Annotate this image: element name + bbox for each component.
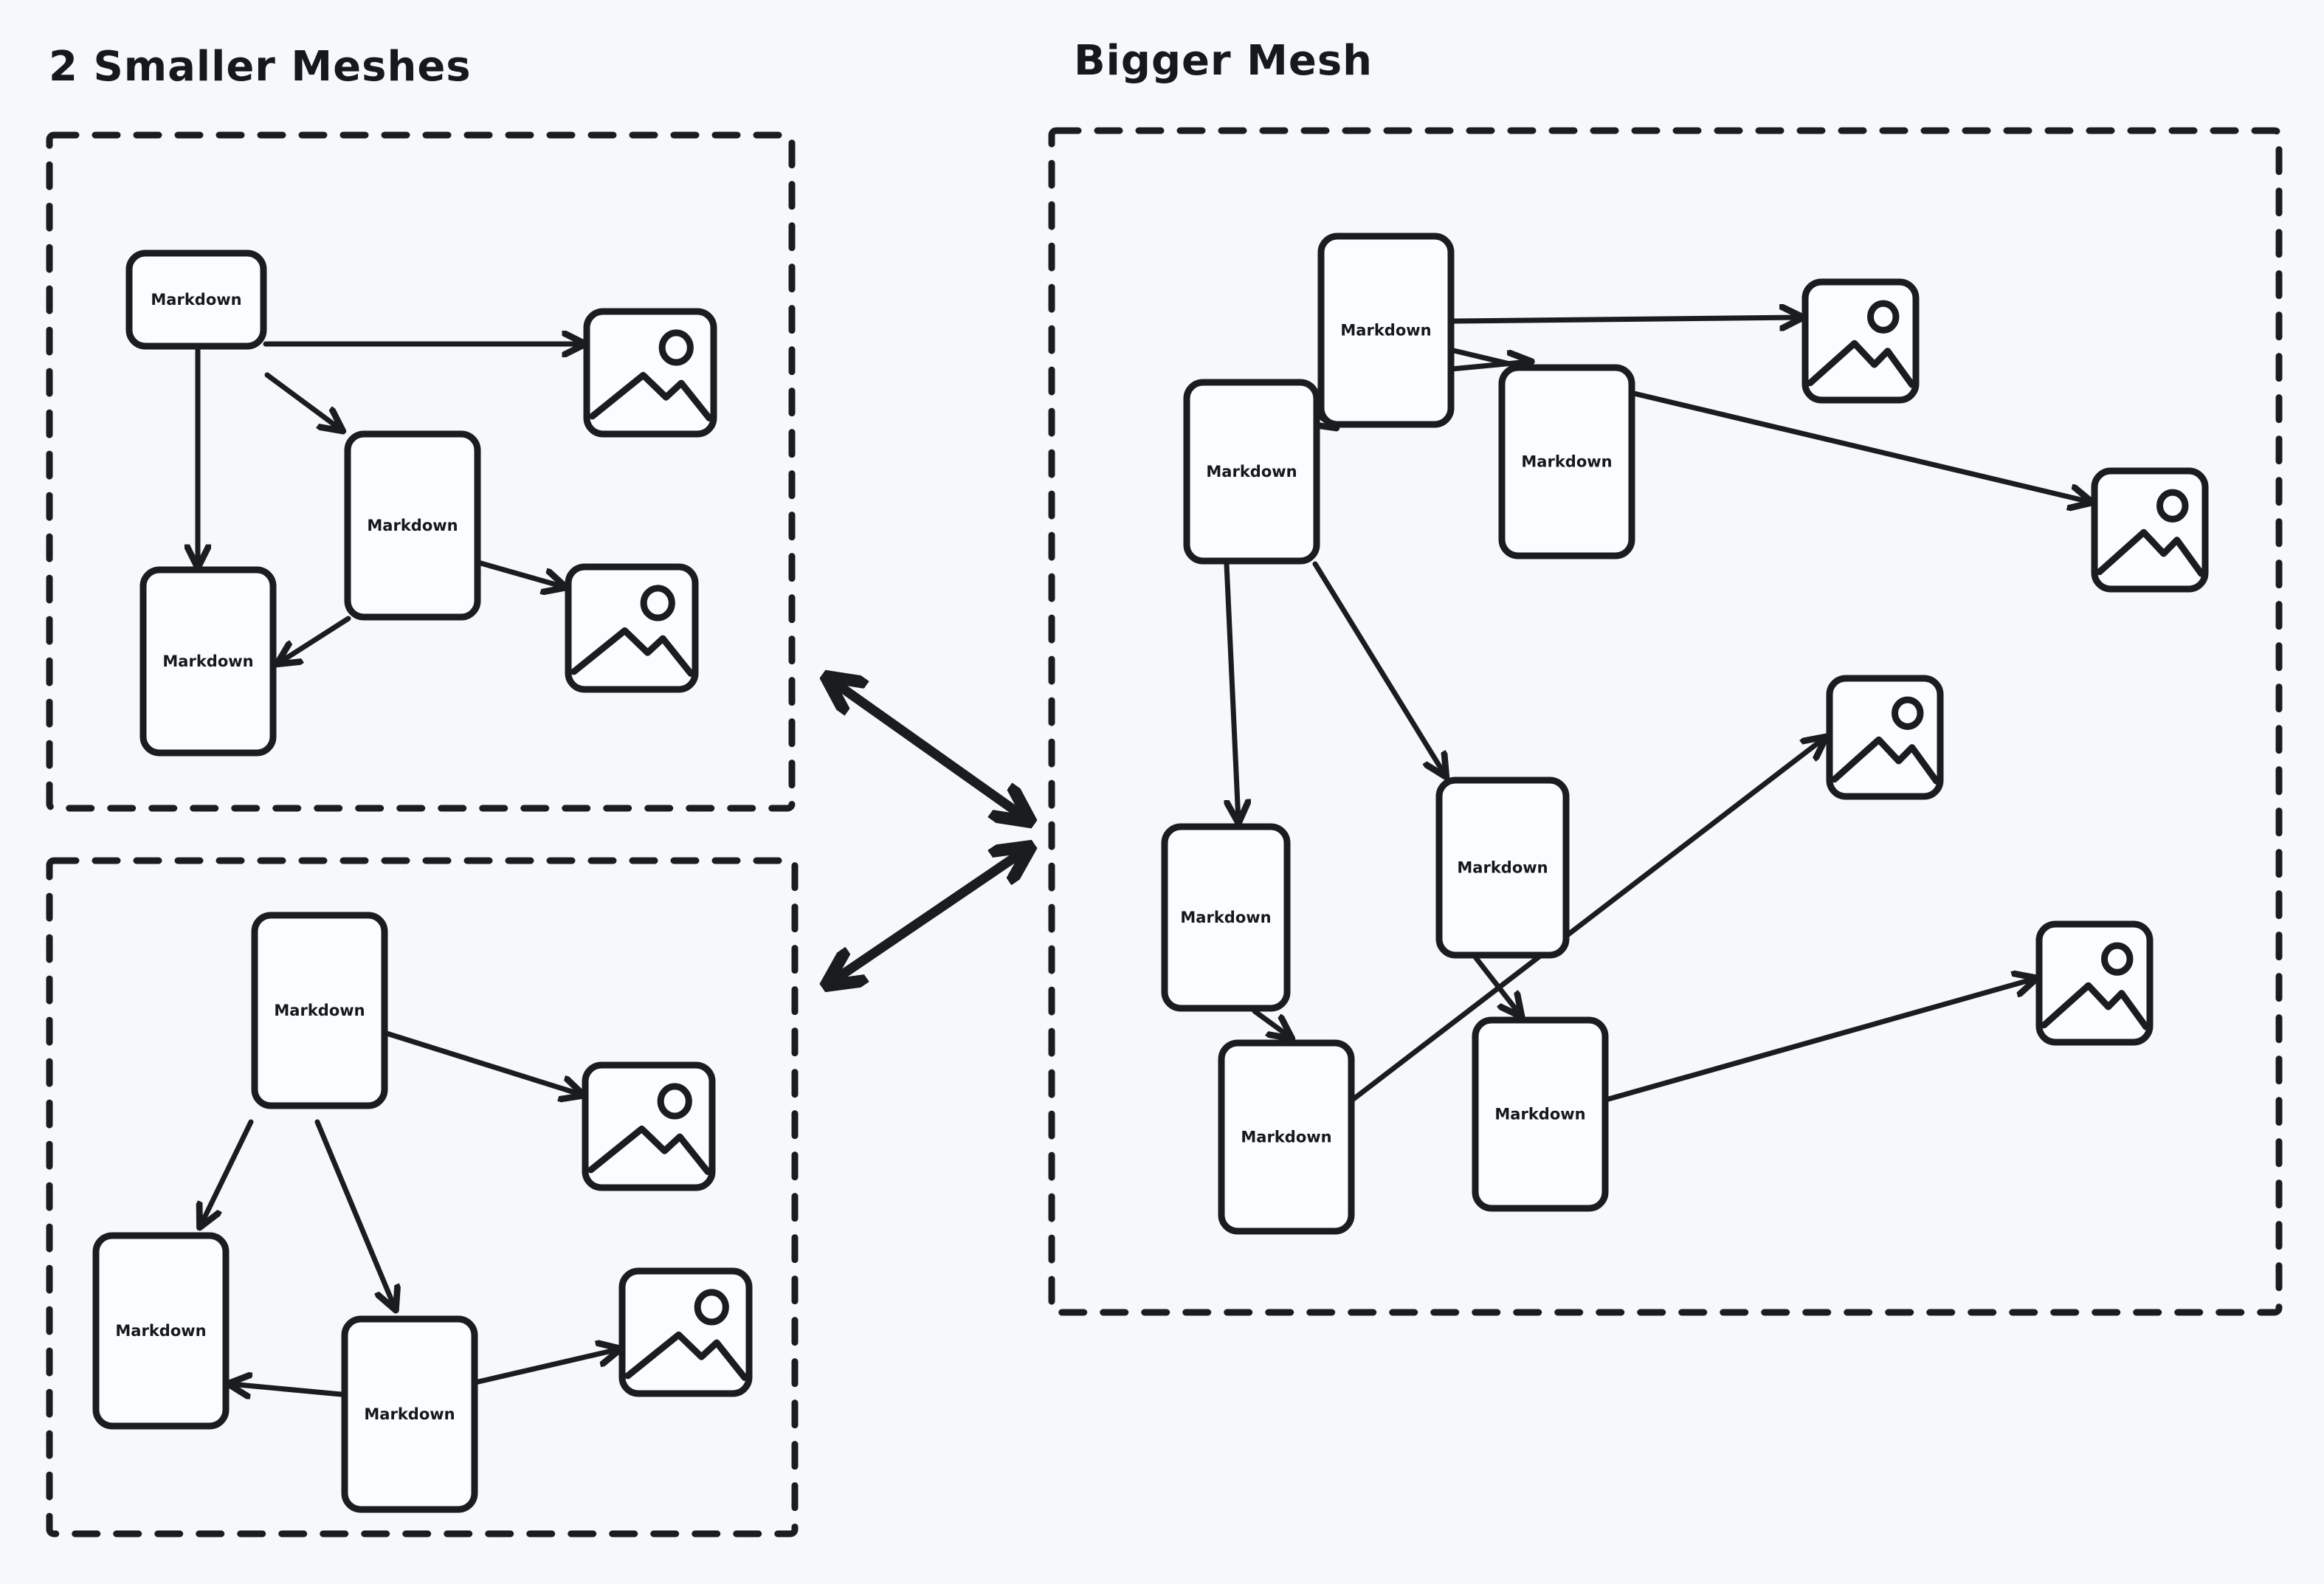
edge-a-md1-to-a-md2 (264, 372, 341, 430)
image-node[interactable] (583, 308, 717, 438)
markdown-node-label: Markdown (1457, 859, 1548, 877)
image-node[interactable] (2035, 920, 2154, 1046)
group-box-smaller-mesh-a (46, 131, 796, 812)
markdown-node-box (1161, 823, 1291, 1012)
markdown-node-label: Markdown (162, 652, 253, 670)
image-icon-mountain (570, 627, 694, 677)
markdown-node-box (1435, 776, 1570, 959)
markdown-node[interactable]: Markdown (92, 1232, 230, 1430)
markdown-node-label: Markdown (274, 1002, 365, 1019)
markdown-node-box (92, 1232, 230, 1430)
image-icon-sun (694, 1289, 729, 1326)
markdown-node-label: Markdown (1521, 453, 1612, 471)
markdown-node-box (1183, 379, 1320, 565)
markdown-node[interactable]: Markdown (125, 249, 267, 350)
edge-g-md1-to-g-md3 (1448, 362, 1529, 369)
edge-g-md7-to-g-img4 (1603, 979, 2035, 1103)
markdown-node-label: Markdown (151, 291, 241, 309)
markdown-node-label: Markdown (115, 1322, 206, 1340)
edge-b-md1-to-b-md3 (314, 1119, 395, 1308)
image-node-box (583, 308, 717, 438)
markdown-node[interactable]: Markdown (1498, 364, 1635, 559)
markdown-node-label: Markdown (1241, 1129, 1331, 1146)
markdown-node[interactable]: Markdown (1435, 776, 1570, 959)
markdown-node-box (1472, 1016, 1609, 1212)
image-icon-mountain (589, 371, 713, 421)
group-boxes (46, 127, 2283, 1537)
edge-a-md2-to-a-md3 (279, 616, 351, 663)
mesh-connectors (830, 679, 1027, 983)
image-node-box (1826, 675, 1944, 800)
image-node-box (2091, 467, 2209, 593)
image-node-box (618, 1267, 753, 1397)
image-node[interactable] (618, 1267, 753, 1397)
markdown-node[interactable]: Markdown (1472, 1016, 1609, 1212)
edge-b-md1-to-b-img1 (384, 1030, 582, 1095)
markdown-node[interactable]: Markdown (139, 566, 277, 757)
image-node[interactable] (582, 1061, 716, 1191)
image-icon-mountain (1807, 340, 1916, 388)
markdown-node-box (1498, 364, 1635, 559)
image-icon-sun (1892, 696, 1924, 730)
edge-b-md3-to-b-img2 (475, 1349, 618, 1385)
image-icon-mountain (624, 1331, 748, 1381)
group-box-smaller-mesh-b (46, 857, 799, 1537)
image-node-box (565, 563, 699, 693)
markdown-node-box (341, 1315, 478, 1513)
image-node[interactable] (2091, 467, 2209, 593)
image-icon-sun (2101, 942, 2134, 976)
image-icon-sun (2156, 489, 2189, 523)
markdown-node-box (1218, 1039, 1355, 1235)
image-icon-sun (658, 329, 694, 366)
edge-b-md3-to-b-md2 (230, 1384, 344, 1394)
markdown-node-box (125, 249, 267, 350)
markdown-node[interactable]: Markdown (1218, 1039, 1355, 1235)
edge-g-md4-to-g-md6 (1252, 1008, 1290, 1037)
image-icon-mountain (2041, 982, 2150, 1030)
markdown-node-label: Markdown (1206, 463, 1297, 481)
image-icon-mountain (587, 1125, 711, 1175)
image-icon-sun (1867, 300, 1900, 334)
group-box-bigger-mesh (1048, 127, 2283, 1316)
edge-g-md2-to-g-md4 (1224, 561, 1238, 821)
image-node-box (582, 1061, 716, 1191)
nodes: MarkdownMarkdownMarkdownMarkdownMarkdown… (92, 233, 2209, 1513)
edge-b-md1-to-b-md2 (201, 1119, 254, 1225)
markdown-node[interactable]: Markdown (251, 912, 388, 1109)
edge-a-md2-to-a-img2 (475, 559, 564, 587)
markdown-node-label: Markdown (1340, 322, 1431, 340)
markdown-node-box (1317, 233, 1455, 428)
markdown-node[interactable]: Markdown (1161, 823, 1291, 1012)
image-icon-mountain (1831, 736, 1940, 785)
markdown-node[interactable]: Markdown (1317, 233, 1455, 428)
markdown-node-label: Markdown (367, 517, 458, 534)
image-icon-sun (640, 585, 675, 621)
markdown-node[interactable]: Markdown (1183, 379, 1320, 565)
edges (198, 317, 2090, 1394)
image-node[interactable] (1801, 278, 1920, 404)
group-title-bigger-mesh: Bigger Mesh (1074, 37, 1373, 85)
image-node-box (2035, 920, 2154, 1046)
markdown-node-label: Markdown (1494, 1106, 1585, 1123)
image-icon-sun (657, 1083, 692, 1120)
markdown-node[interactable]: Markdown (344, 430, 481, 621)
image-icon-mountain (2096, 528, 2205, 577)
markdown-node-label: Markdown (1180, 909, 1271, 926)
edge-g-md1-to-g-img1 (1451, 317, 1801, 321)
markdown-node[interactable]: Markdown (341, 1315, 478, 1513)
markdown-node-label: Markdown (364, 1405, 455, 1423)
image-node-box (1801, 278, 1920, 404)
image-node[interactable] (565, 563, 699, 693)
bidirectional-arrow-top (830, 679, 1027, 819)
group-title-smaller-meshes: 2 Smaller Meshes (49, 43, 472, 91)
image-node[interactable] (1826, 675, 1944, 800)
markdown-node-box (251, 912, 388, 1109)
markdown-node-box (344, 430, 481, 621)
bidirectional-arrow-bottom (830, 849, 1027, 983)
markdown-node-box (139, 566, 277, 757)
edge-g-md2-to-g-md5 (1312, 561, 1445, 775)
edge-g-md6-to-g-img3 (1348, 738, 1824, 1104)
